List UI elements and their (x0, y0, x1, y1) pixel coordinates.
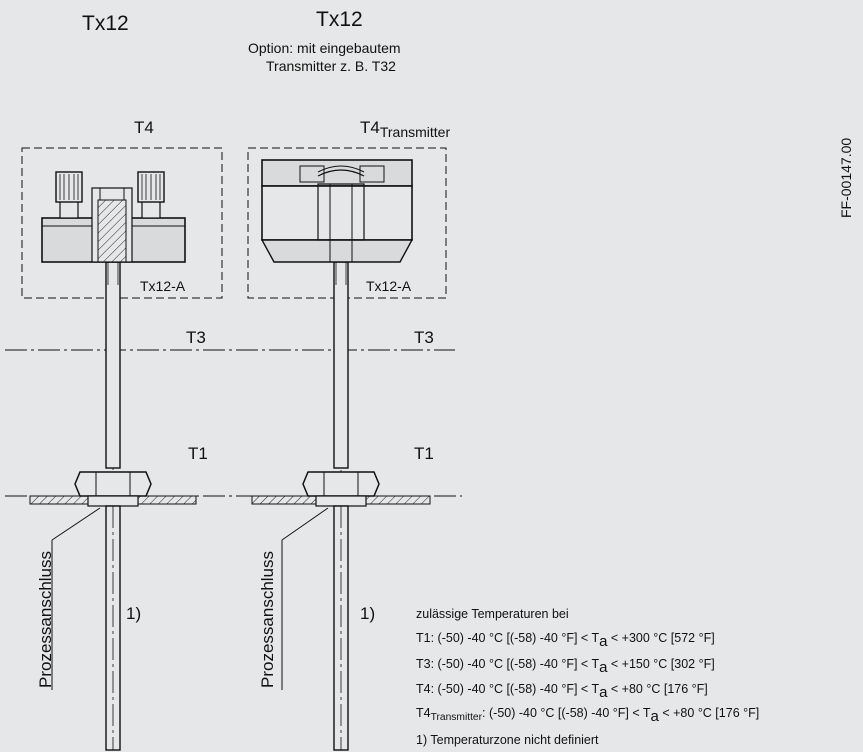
temps-row-zone: T1 (416, 631, 431, 645)
temps-row: T4Transmitter: (-50) -40 °C [(-58) -40 °… (416, 704, 760, 725)
head-label-right: Tx12-A (366, 278, 412, 294)
option-line-2: Transmitter z. B. T32 (266, 58, 396, 74)
option-line-1: Option: mit eingebautem (248, 40, 401, 56)
process-connection-label-left: Prozessanschluss (36, 550, 55, 688)
zone-label-t3-right: T3 (414, 328, 434, 347)
probe-left (29, 171, 197, 751)
temps-row: T1: (-50) -40 °C [(-58) -40 °F] < Ta < +… (416, 629, 715, 650)
zone-label-t1-right: T1 (414, 444, 434, 463)
temps-row-limit: < +300 °C [572 °F] (607, 631, 715, 645)
right-title: Tx12 (316, 8, 363, 31)
temps-row-range: : (-50) -40 °C [(-58) -40 °F] < T (482, 706, 651, 720)
temps-heading: zulässige Temperaturen bei (416, 607, 569, 621)
temps-row-zone: T4 (416, 682, 431, 696)
temps-row-range: : (-50) -40 °C [(-58) -40 °F] < T (430, 657, 600, 671)
temps-row-ambient-sub: a (599, 684, 608, 702)
zone-label-t1-left: T1 (188, 444, 208, 463)
left-title: Tx12 (82, 12, 129, 35)
temps-row: T4: (-50) -40 °C [(-58) -40 °F] < Ta < +… (416, 680, 708, 701)
temps-row-limit: < +80 °C [176 °F] (658, 706, 760, 720)
t4-zone-box-left (21, 147, 223, 299)
temps-row: T3: (-50) -40 °C [(-58) -40 °F] < Ta < +… (416, 655, 715, 676)
temps-row-range: : (-50) -40 °C [(-58) -40 °F] < T (430, 682, 600, 696)
document-code: FF-00147.00 (838, 137, 854, 218)
temps-row-zone-sub: Transmitter (430, 711, 483, 723)
zone-label-t3-left: T3 (186, 328, 206, 347)
temps-row-ambient-sub: a (650, 708, 659, 726)
zone-label-t4: T4 (134, 118, 154, 137)
temps-row-zone: T4 (416, 706, 431, 720)
temps-row-range: : (-50) -40 °C [(-58) -40 °F] < T (430, 631, 600, 645)
temps-row-zone: T3 (416, 657, 431, 671)
temps-row-ambient-sub: a (599, 659, 608, 677)
temps-row-ambient-sub: a (599, 633, 608, 651)
temps-row-limit: < +80 °C [176 °F] (607, 682, 708, 696)
temps-note: 1) Temperaturzone nicht definiert (416, 733, 599, 747)
zone-label-t4-transmitter: T4Transmitter (360, 118, 451, 140)
probe-right (251, 159, 431, 751)
temps-row-limit: < +150 °C [302 °F] (607, 657, 715, 671)
process-connection-label-right: Prozessanschluss (258, 550, 277, 688)
footnote-marker-right: 1) (360, 604, 376, 623)
footnote-marker-left: 1) (126, 604, 142, 623)
head-label-left: Tx12-A (140, 278, 186, 294)
